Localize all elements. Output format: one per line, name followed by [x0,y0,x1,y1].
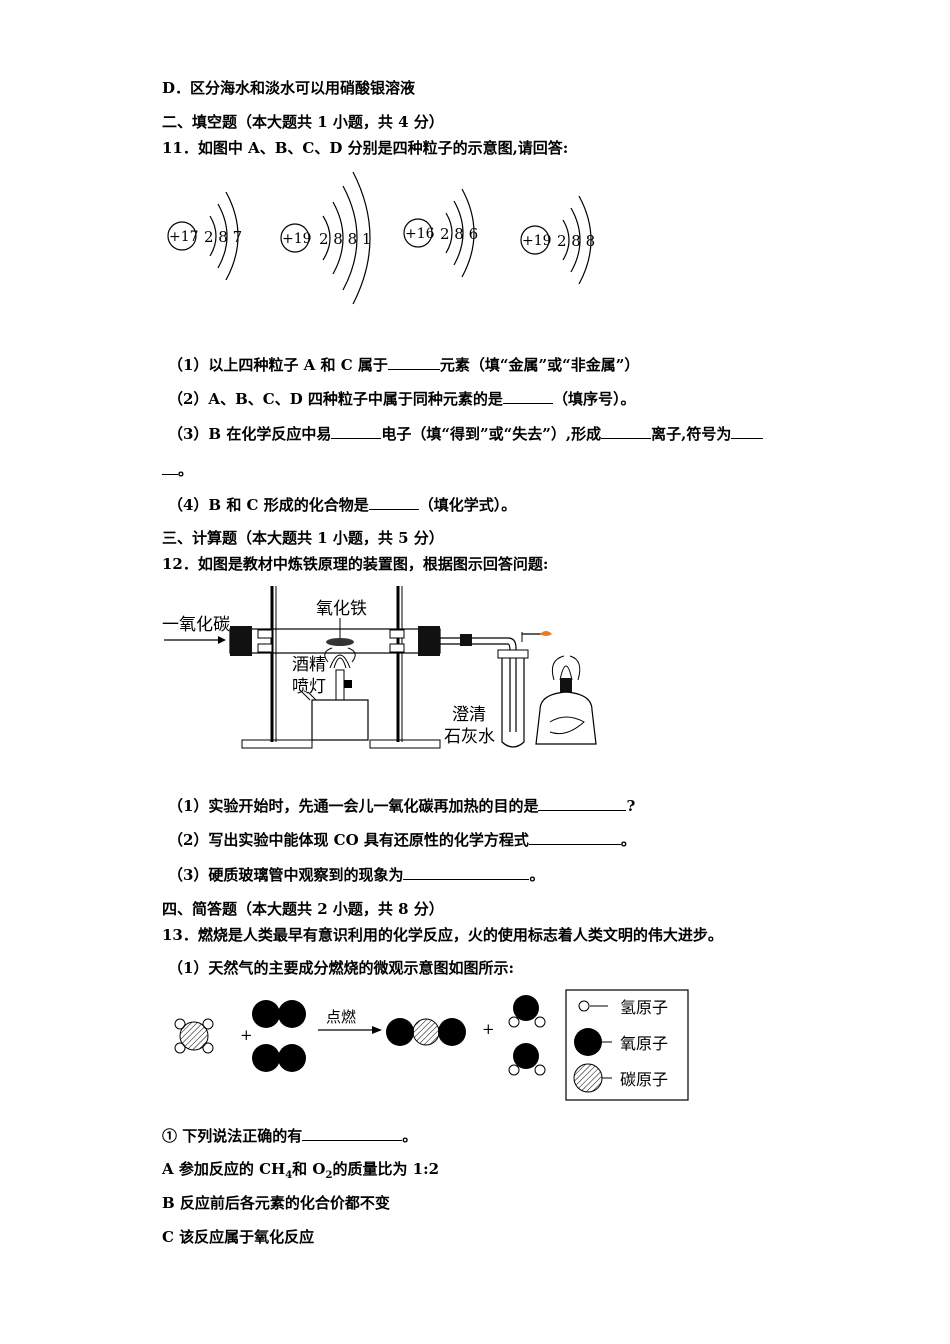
legend-c: 碳原子 [620,1070,668,1089]
oxygen-molecule-1 [252,1000,306,1028]
option-a: A 参加反应的 CH4和 O2的质量比为 1:2 [162,1160,440,1181]
methane-molecule [174,1018,214,1054]
test-tube [501,656,525,748]
option-d: D．区分海水和淡水可以用硝酸银溶液 [162,79,416,97]
nucleus-d [520,225,550,255]
nucleus-b-charge: +19 [282,231,312,247]
question-12-2: （2）写出实验中能体现 CO 具有还原性的化学方程式。 [168,831,636,849]
question-11-3: （3）B 在化学反应中易电子（填“得到”或“失去”）,形成离子,符号为 [168,424,764,444]
legend-o: 氧原子 [620,1034,668,1053]
legend-o-icon [574,1028,602,1056]
alcohol-lamp [311,699,369,741]
question-12: 12．如图是教材中炼铁原理的装置图，根据图示回答问题: [162,555,549,573]
plus-2: + [482,1020,495,1038]
water-molecule-2 [508,1043,546,1076]
section-short-answer: 四、简答题（本大题共 2 小题，共 8 分） [162,900,444,918]
nucleus-b [280,223,310,253]
methane-combustion-diagram: + 点燃 + 氢原子 氧原子 碳原子 [174,989,689,1101]
left-stopper [230,626,252,656]
co2-molecule [386,1018,466,1046]
plus-1: + [240,1026,253,1044]
atom-b: +19 2 8 8 1 B [280,171,371,305]
lamp-label-1: 酒精 [292,655,326,675]
iron-oxide [326,638,354,646]
limewater-label-2: 石灰水 [444,727,495,747]
option-b: B 反应前后各元素的化合价都不变 [162,1194,390,1212]
legend-h: 氢原子 [620,998,668,1017]
question-13-1-sub1: ① 下列说法正确的有。 [162,1127,418,1145]
flame-icon [540,631,552,636]
question-11: 11．如图中 A、B、C、D 分别是四种粒子的示意图,请回答: [162,139,569,157]
limewater-label-1: 澄清 [452,705,486,725]
question-11-3-cont: 。 [162,460,193,480]
nucleus-a-charge: +17 [169,229,199,245]
question-11-2: （2）A、B、C、D 四种粒子中属于同种元素的是（填序号）。 [168,390,636,408]
atom-d: +19 2 8 8 D [520,195,595,285]
question-13-1: （1）天然气的主要成分燃烧的微观示意图如图所示: [168,959,514,977]
question-13: 13．燃烧是人类最早有意识利用的化学反应，火的使用标志着人类文明的伟大进步。 [162,926,723,944]
question-12-1: （1）实验开始时，先通一会儿一氧化碳再加热的目的是? [168,797,636,815]
option-c: C 该反应属于氧化反应 [162,1228,315,1246]
right-alcohol-lamp [535,691,597,745]
oxygen-molecule-2 [252,1044,306,1072]
shells-c: 2 8 6 [440,225,478,243]
iron-smelting-apparatus: 一氧化碳 氧化铁 酒精 喷灯 澄清 石灰水 [162,586,597,749]
shells-a: 2 8 7 [204,228,242,246]
ignite-label: 点燃 [326,1008,356,1026]
nucleus-d-charge: +19 [522,233,552,249]
right-stopper [418,626,440,656]
legend-box [565,989,689,1101]
fe2o3-label: 氧化铁 [316,599,367,619]
water-molecule-1 [508,995,546,1028]
question-11-1: （1）以上四种粒子 A 和 C 属于元素（填“金属”或“非金属”） [168,356,640,374]
atom-a: +17 2 8 7 A [167,191,242,281]
atom-c: +16 2 8 6 C [403,188,478,278]
legend-h-icon [578,1000,590,1012]
legend-c-icon [573,1063,603,1093]
shells-d: 2 8 8 [557,232,595,250]
section-fill-in: 二、填空题（本大题共 1 小题，共 4 分） [162,113,444,131]
nucleus-c-charge: +16 [405,226,435,242]
question-11-4: （4）B 和 C 形成的化合物是（填化学式）。 [168,496,517,514]
question-12-3: （3）硬质玻璃管中观察到的现象为。 [168,866,545,884]
lamp-label-2: 喷灯 [292,677,326,697]
co-label: 一氧化碳 [162,615,230,635]
section-calc: 三、计算题（本大题共 1 小题，共 5 分） [162,529,444,547]
shells-b: 2 8 8 1 [319,230,371,248]
nucleus-a [167,221,197,251]
nucleus-c [403,218,433,248]
atom-structure-diagram: +17 2 8 7 A +19 2 8 8 1 B +16 2 8 6 C +1… [167,171,595,305]
